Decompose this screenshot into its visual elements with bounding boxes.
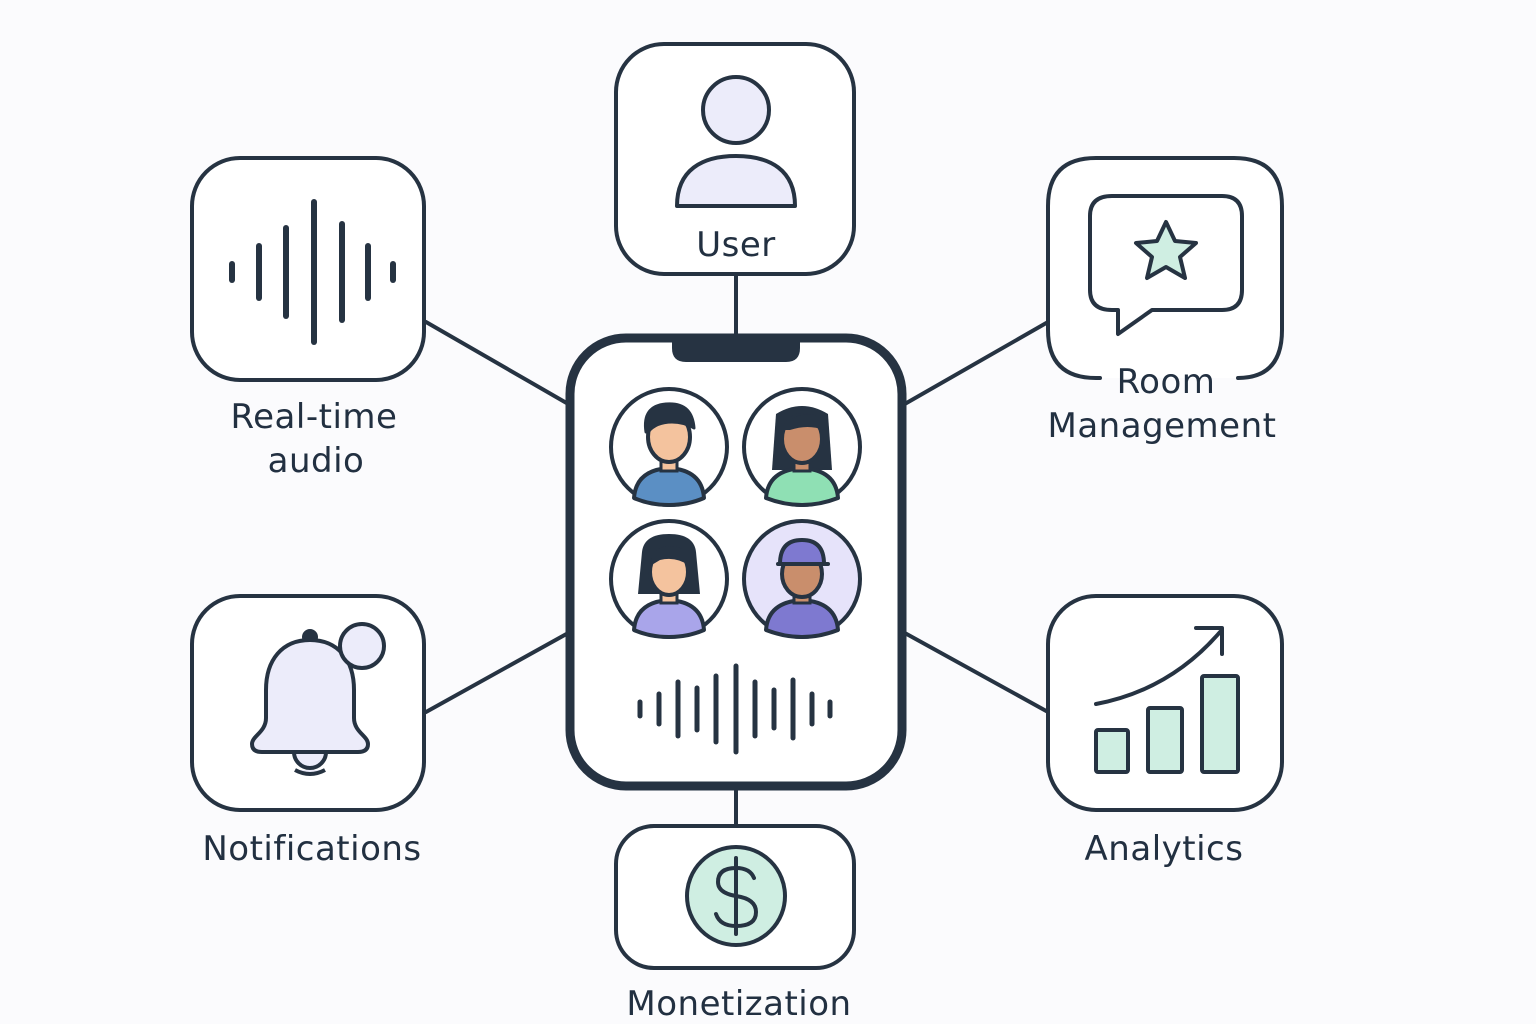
connectors	[424, 270, 1050, 828]
bar-chart-icon	[1094, 626, 1240, 774]
chat-star-icon	[1088, 194, 1244, 336]
node-monetization-label: Monetization	[626, 984, 851, 1024]
node-user-label: User	[696, 225, 776, 265]
node-analytics[interactable]: Analytics	[1046, 594, 1284, 869]
node-realtime-audio[interactable]: Real-time audio	[190, 156, 426, 481]
node-realtime-audio-box	[190, 156, 426, 382]
node-analytics-box	[1046, 594, 1284, 812]
node-notifications[interactable]: Notifications	[190, 594, 426, 869]
node-room-management-label-line1: Room	[1117, 362, 1216, 402]
phone-sound-wave-icon	[637, 663, 833, 755]
participant-avatar[interactable]	[742, 387, 862, 507]
connector-room-management	[901, 320, 1050, 407]
node-user[interactable]: User	[614, 42, 856, 276]
dollar-icon	[685, 845, 787, 947]
connector-analytics	[901, 630, 1050, 714]
node-realtime-audio-label-line2: audio	[268, 441, 365, 481]
bell-icon	[250, 622, 386, 776]
connector-realtime-audio	[424, 320, 572, 407]
node-monetization[interactable]: Monetization	[614, 824, 856, 1024]
center-phone	[565, 333, 907, 791]
notification-dot-icon	[338, 622, 386, 670]
node-realtime-audio-label-line1: Real-time	[231, 397, 398, 437]
node-room-management[interactable]: Room Management	[1046, 156, 1284, 446]
node-analytics-label: Analytics	[1085, 829, 1244, 869]
participant-avatar[interactable]	[609, 519, 729, 639]
participant-avatar[interactable]	[742, 519, 862, 639]
sound-wave-icon	[229, 199, 396, 345]
connector-notifications	[424, 630, 572, 714]
node-notifications-label: Notifications	[202, 829, 421, 869]
participant-avatar[interactable]	[609, 387, 729, 507]
node-room-management-label-line2: Management	[1048, 406, 1277, 446]
user-icon	[675, 75, 797, 208]
